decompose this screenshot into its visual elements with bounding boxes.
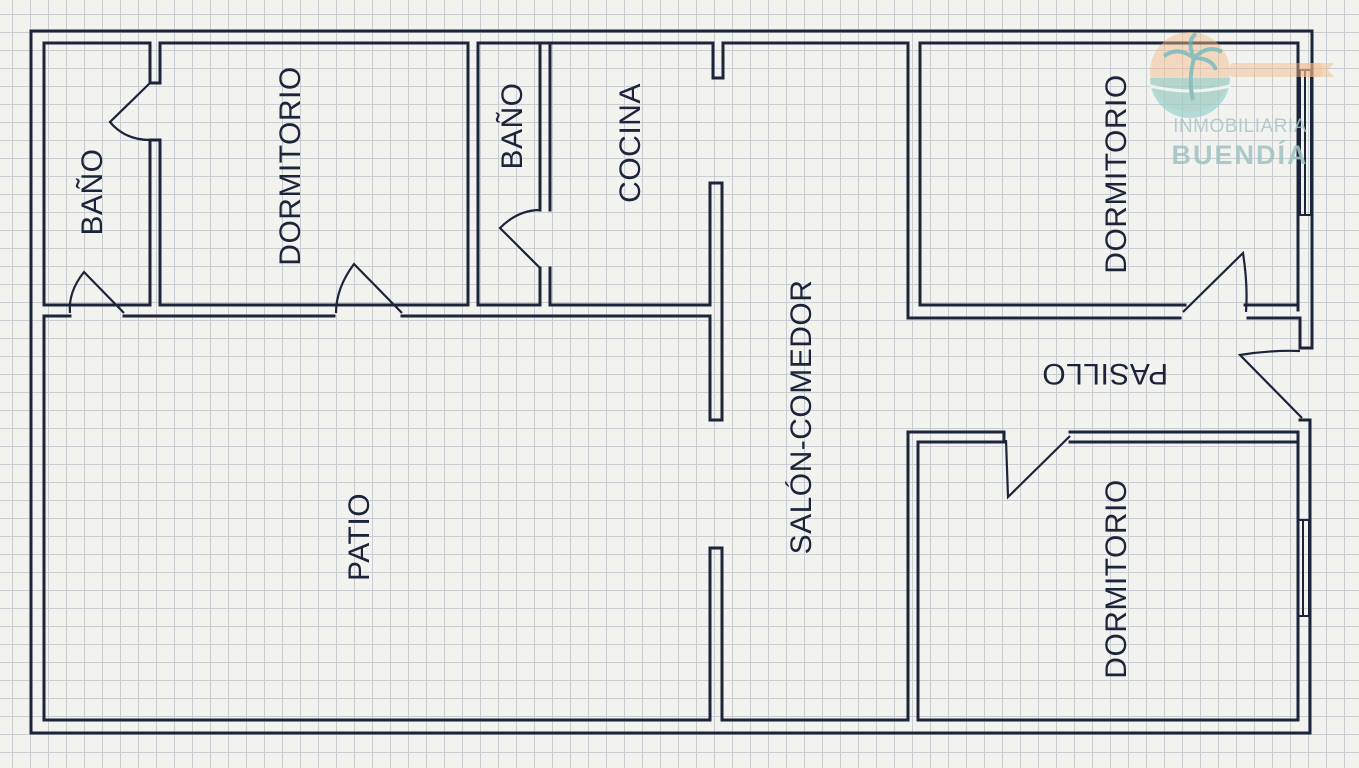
label-bano-1: BAÑO [75, 148, 109, 235]
interior-walls-left [42, 41, 725, 722]
palm-key-icon [1149, 32, 1334, 118]
label-salon-comedor: SALÓN-COMEDOR [785, 280, 818, 555]
label-dormitorio-2: DORMITORIO [1100, 74, 1133, 273]
label-cocina: COCINA [614, 83, 647, 203]
label-dormitorio-3: DORMITORIO [1100, 479, 1133, 678]
windows [1297, 69, 1312, 617]
doors [68, 82, 1303, 500]
logo-line1: INMOBILIARIA [1173, 116, 1307, 137]
interior-walls-right [906, 41, 1314, 722]
logo-line2: BUENDÍA [1171, 139, 1308, 170]
label-dormitorio-1: DORMITORIO [274, 66, 307, 265]
label-bano-2: BAÑO [495, 82, 529, 169]
label-pasillo: PASILLO [1042, 357, 1168, 390]
room-labels: BAÑO DORMITORIO BAÑO COCINA SALÓN-COMEDO… [75, 66, 1168, 678]
label-patio: PATIO [343, 493, 376, 581]
brand-logo: INMOBILIARIA BUENDÍA [1149, 32, 1334, 170]
